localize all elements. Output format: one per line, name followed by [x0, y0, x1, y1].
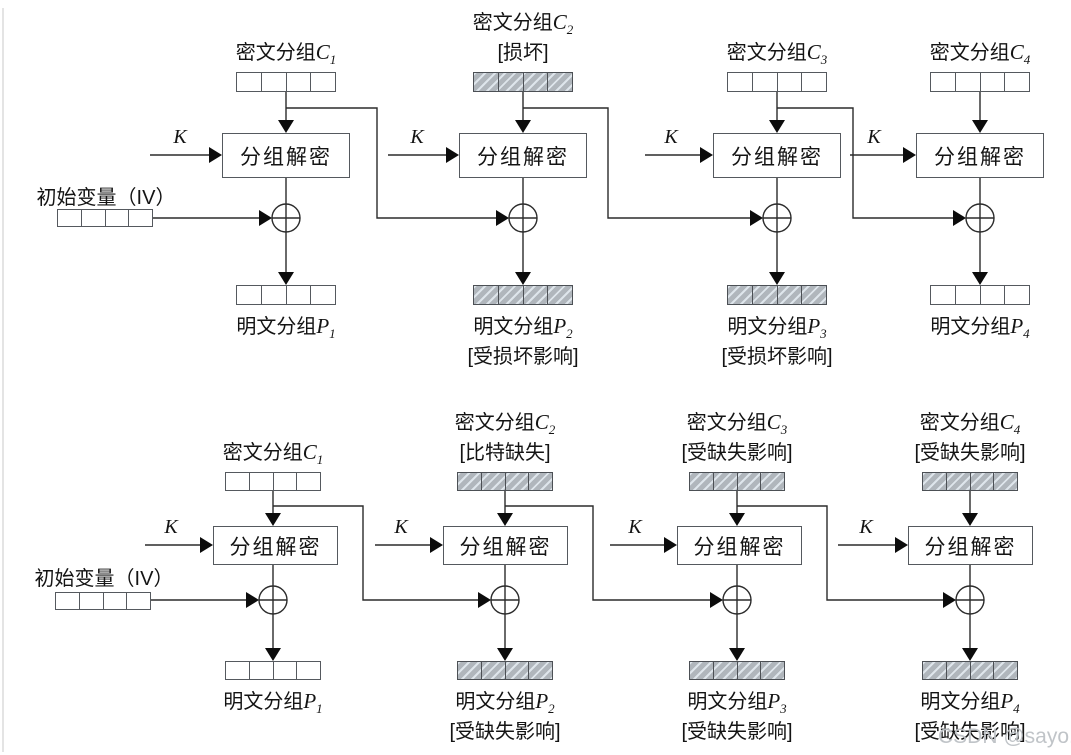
plain-block-label: 明文分组P1: [223, 689, 323, 717]
plain-block-label: 明文分组P2 [受缺失影响]: [415, 686, 595, 747]
plain-block-label: 明文分组P4: [930, 314, 1030, 342]
plain-block: [689, 661, 785, 680]
key-label: K: [394, 516, 408, 538]
cipher-block-label: 密文分组C4: [929, 40, 1031, 68]
cipher-block-label: 密文分组C1: [235, 40, 337, 68]
plain-block: [225, 661, 321, 680]
iv-block: [55, 592, 151, 610]
key-label: K: [628, 516, 642, 538]
cipher-block: [930, 72, 1030, 92]
plain-block-label: 明文分组P2 [受损坏影响]: [433, 311, 613, 372]
decrypt-box: 分组解密: [213, 526, 338, 565]
plain-block: [727, 285, 827, 305]
damage-note: [受缺失影响]: [914, 442, 1026, 464]
decrypt-box: 分组解密: [908, 526, 1033, 565]
decrypt-box: 分组解密: [677, 526, 802, 565]
cipher-block-label: 密文分组C1: [222, 440, 324, 468]
plain-block: [930, 285, 1030, 305]
plain-block: [236, 285, 336, 305]
plain-block-label: 明文分组P1: [236, 314, 336, 342]
plain-block-label: 明文分组P3 [受缺失影响]: [647, 686, 827, 747]
decrypt-box: 分组解密: [222, 133, 350, 178]
damage-note: [损坏]: [497, 42, 549, 64]
damage-note: [受损坏影响]: [721, 346, 833, 368]
cipher-block-label: 密文分组C4 [受缺失影响]: [880, 407, 1060, 468]
key-label: K: [410, 126, 424, 148]
damage-note: [比特缺失]: [459, 442, 551, 464]
decrypt-box: 分组解密: [916, 133, 1044, 178]
cipher-block: [457, 472, 553, 491]
iv-block: [57, 209, 153, 227]
decrypt-box: 分组解密: [713, 133, 841, 178]
damage-note: [受损坏影响]: [467, 346, 579, 368]
cipher-block: [236, 72, 336, 92]
cipher-block: [225, 472, 321, 491]
cipher-block: [922, 472, 1018, 491]
plain-block-label: 明文分组P3 [受损坏影响]: [687, 311, 867, 372]
key-label: K: [173, 126, 187, 148]
cipher-block: [689, 472, 785, 491]
cipher-block-label: 密文分组C3: [726, 40, 828, 68]
damage-note: [受缺失影响]: [449, 721, 561, 743]
iv-label: 初始变量（IV）: [36, 187, 176, 209]
damage-note: [受缺失影响]: [681, 721, 793, 743]
cipher-block-label: 密文分组C2 [比特缺失]: [415, 407, 595, 468]
xor-cross: [272, 204, 994, 232]
decrypt-box: 分组解密: [443, 526, 568, 565]
watermark: CSDN @sayo.: [938, 725, 1071, 748]
plain-block: [457, 661, 553, 680]
key-label: K: [867, 126, 881, 148]
key-label: K: [164, 516, 178, 538]
iv-label: 初始变量（IV）: [34, 568, 174, 590]
cipher-block: [473, 72, 573, 92]
xor-cross: [259, 586, 984, 614]
plain-block-label: 明文分组P4 [受缺失影响]: [880, 686, 1060, 747]
damage-note: [受缺失影响]: [681, 442, 793, 464]
key-label: K: [664, 126, 678, 148]
decrypt-box: 分组解密: [459, 133, 587, 178]
key-label: K: [859, 516, 873, 538]
arrowheads: [200, 120, 988, 661]
damage-note: [受缺失影响]: [914, 721, 1026, 743]
cipher-block-label: 密文分组C3 [受缺失影响]: [647, 407, 827, 468]
plain-block: [473, 285, 573, 305]
cipher-block: [727, 72, 827, 92]
cipher-block-label: 密文分组C2 [损坏]: [433, 7, 613, 68]
plain-block: [922, 661, 1018, 680]
